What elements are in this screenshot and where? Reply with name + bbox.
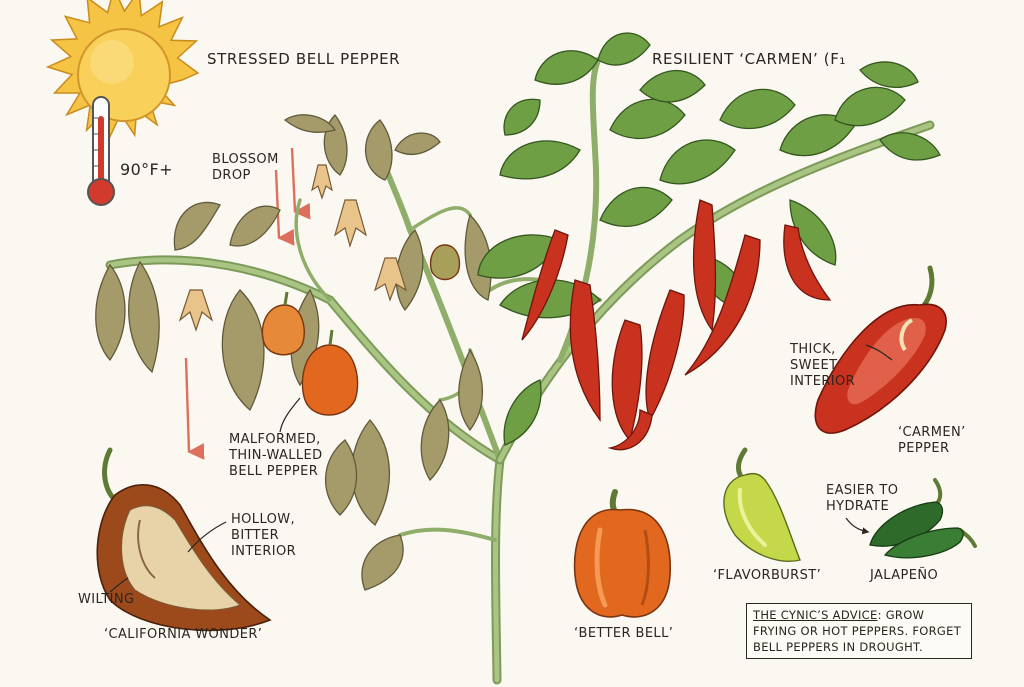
plant-stems — [105, 57, 935, 685]
thick-sweet-label: THICK, SWEET INTERIOR — [790, 342, 856, 389]
carmen-peppers-on-plant — [521, 199, 832, 451]
malformed-bell-peppers — [261, 244, 461, 416]
wilting-label: WILTING — [78, 592, 135, 607]
blossom-drop-arrows — [184, 147, 311, 460]
sun-icon — [45, 0, 200, 140]
jalapeno-label: JALAPEÑO — [870, 568, 939, 583]
flavorburst-label: ‘FLAVORBURST’ — [713, 568, 822, 583]
advice-line-3: BELL PEPPERS IN DROUGHT. — [753, 640, 923, 654]
hollow-interior-label: HOLLOW, BITTER INTERIOR — [231, 512, 297, 559]
temperature-label: 90°F+ — [120, 160, 173, 179]
resilient-header: RESILIENT ‘CARMEN’ (F₁ — [652, 50, 847, 68]
better-bell-pepper — [573, 489, 671, 618]
carmen-cut-pepper — [814, 265, 947, 434]
thermometer-icon — [87, 96, 115, 206]
wilted-leaves — [95, 114, 492, 591]
advice-line-1: THE CYNIC’S ADVICE: GROW — [753, 608, 925, 622]
flavorburst-pepper — [723, 447, 801, 562]
healthy-leaves — [477, 32, 941, 446]
cynics-advice-box: THE CYNIC’S ADVICE: GROW FRYING OR HOT P… — [746, 603, 972, 659]
malformed-label: MALFORMED, THIN-WALLED BELL PEPPER — [229, 432, 323, 479]
blossom-drop-label: BLOSSOM DROP — [212, 152, 279, 183]
stressed-header: STRESSED BELL PEPPER — [207, 50, 401, 68]
advice-title: THE CYNIC’S ADVICE — [753, 608, 878, 622]
carmen-pepper-label: ‘CARMEN’ PEPPER — [898, 425, 966, 456]
easier-to-hydrate-label: EASIER TO HYDRATE — [826, 483, 899, 514]
california-wonder-pepper — [96, 447, 272, 632]
california-wonder-label: ‘CALIFORNIA WONDER’ — [104, 627, 263, 642]
leader-lines — [109, 344, 893, 593]
advice-line-2: FRYING OR HOT PEPPERS. FORGET — [753, 624, 962, 638]
jalapeno-peppers — [869, 478, 977, 559]
wilted-flowers — [178, 164, 408, 332]
better-bell-label: ‘BETTER BELL’ — [574, 626, 674, 641]
